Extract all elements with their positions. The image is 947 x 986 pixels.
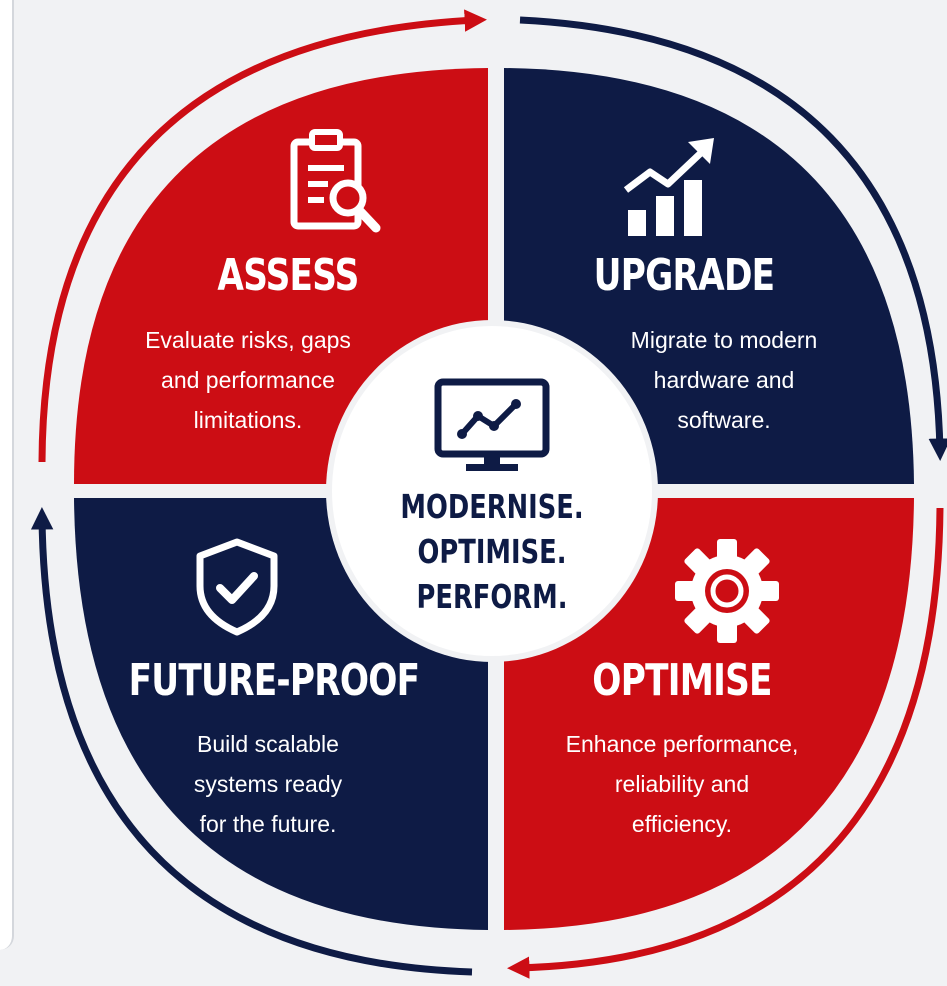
quadrant-optimise: OPTIMISE Enhance performance, reliabilit… — [504, 510, 904, 890]
center-hub: MODERNISE. OPTIMISE. PERFORM. — [332, 326, 652, 656]
cycle-arrow-bottom-right — [507, 507, 944, 979]
monitor-chart-icon — [434, 378, 550, 471]
clipboard-search-icon — [290, 129, 381, 233]
upgrade-description: Migrate to modern hardware and software. — [630, 327, 818, 433]
quadrant-upgrade: UPGRADE Migrate to modern hardware and s… — [504, 120, 904, 480]
future-proof-description: Build scalable systems ready for the fut… — [193, 731, 343, 837]
assess-title: ASSESS — [217, 250, 359, 301]
cycle-arrow-top-right — [519, 16, 947, 461]
optimise-description: Enhance performance, reliability and eff… — [565, 731, 799, 837]
cycle-arrow-bottom-left — [30, 507, 473, 976]
gear-icon — [675, 539, 779, 643]
growth-chart-icon — [623, 138, 714, 236]
assess-description: Evaluate risks, gaps and performance lim… — [145, 327, 351, 433]
future-proof-title: FUTURE-PROOF — [128, 655, 421, 706]
center-tagline: MODERNISE. OPTIMISE. PERFORM. — [400, 487, 584, 616]
quadrant-assess: ASSESS Evaluate risks, gaps and performa… — [88, 120, 488, 480]
upgrade-title: UPGRADE — [593, 250, 775, 301]
shield-check-icon — [196, 538, 278, 636]
optimise-title: OPTIMISE — [592, 655, 772, 706]
side-panel — [0, 0, 14, 950]
quadrant-future-proof: FUTURE-PROOF Build scalable systems read… — [88, 510, 488, 890]
cycle-arrow-top-left — [38, 9, 487, 463]
